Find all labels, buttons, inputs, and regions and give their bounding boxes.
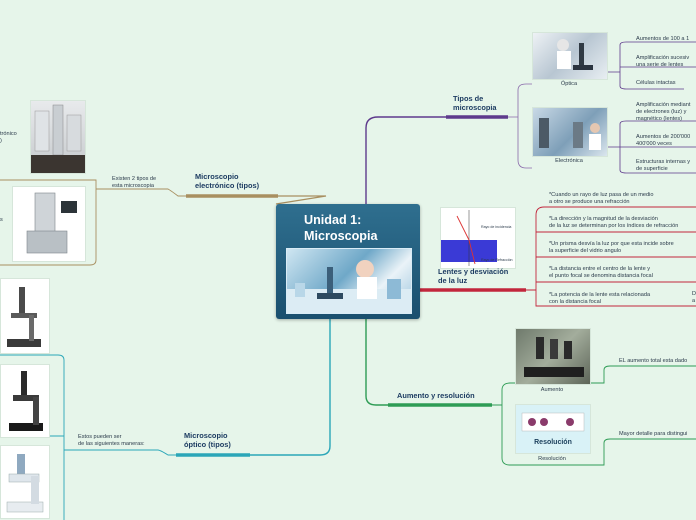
objective-lenses-icon [524,337,584,377]
link-electronico-imgs [0,179,108,266]
link-aumento-sub [492,382,596,466]
resolucion-image-text: Resolución [534,439,572,446]
optical-microscope-icon-3 [6,454,44,513]
link-lentes-items [526,206,696,307]
refraction-diagram-image: Rayo de incidencia Rayo de Refracción [440,207,516,269]
optical-microscope-photo-icon [557,39,593,70]
link-tipos-sub [508,83,532,169]
optica-item-2[interactable]: Amplificación sucesiv una serie de lente… [636,55,690,68]
link-electronico [186,195,327,205]
optical-microscope-icon-1 [7,287,41,347]
tem-microscope-icon [31,104,85,173]
optica-caption: Óptica [560,81,578,87]
electronica-image [532,107,608,157]
branch-optico-label[interactable]: Microscopio óptico (tipos) [184,431,231,450]
lentes-item-1[interactable]: *Cuando un rayo de luz pasa de un medio … [549,192,654,205]
link-electronico-note [108,188,186,197]
link-optico [176,319,331,456]
central-lab-image [286,248,412,314]
refraction-diagram-icon [441,210,497,266]
resolucion-item[interactable]: Mayor detalle para distingui [619,431,688,437]
resolucion-caption: Resolución [538,456,566,462]
optical-microscope-image-3 [0,445,50,519]
optica-image [532,32,608,80]
lentes-item-3[interactable]: *Un prisma desvía la luz por que esta in… [549,241,674,254]
branch-aumento-label[interactable]: Aumento y resolución [397,391,475,400]
central-title: Unidad 1: Microscopia [304,213,378,244]
link-tipos [365,116,508,204]
electronica-caption: Electrónica [555,158,583,164]
electronica-item-3[interactable]: Estructuras internas y de superficie [636,159,691,172]
branch-tipos-label[interactable]: Tipos de microscopia [453,94,497,113]
optica-item-1[interactable]: Aumentos de 100 a 1 [636,36,690,42]
link-optico-note [74,449,176,456]
electronico-left-label-2: s [0,217,3,223]
optical-microscope-icon-2 [9,371,43,431]
electronico-note[interactable]: Existen 2 tipos de esta microscopia [112,176,157,189]
lab-photo-icon [287,260,411,313]
branch-electronico-label[interactable]: Microscopio electrónico (tipos) [195,172,260,191]
lentes-cut-label: D a [692,291,696,304]
optico-note[interactable]: Estos pueden ser de las siguientes maner… [78,434,145,447]
lentes-item-2[interactable]: *La dirección y la magnitud de la desvia… [549,216,679,229]
aumento-caption: Aumento [540,387,564,393]
electronico-left-label-1: trónico ) [0,131,17,144]
refraction-label-bottom: Rayo de Refracción [481,258,513,262]
optical-microscope-image-1 [0,278,50,354]
sem-microscope-icon [26,192,77,254]
electronica-item-1[interactable]: Amplificación mediant de electrones (luz… [636,102,691,122]
electronica-item-2[interactable]: Aumentos de 200'000 400'000 veces [636,134,691,147]
aumento-image [515,328,591,385]
optica-item-3[interactable]: Células intactas [636,80,676,86]
electron-microscope-image-1 [30,100,86,174]
link-aumento [365,319,492,406]
aumento-item[interactable]: EL aumento total esta dado [619,358,688,364]
lentes-item-4[interactable]: *La distancia entre el centro de la lent… [549,266,653,279]
branch-lentes-label[interactable]: Lentes y desviación de la luz [438,267,509,286]
central-topic[interactable]: Unidad 1: Microscopia [276,204,420,319]
resolution-dots-icon [521,412,585,432]
electron-microscope-image-2 [12,186,86,262]
refraction-label-top: Rayo de incidencia [481,225,512,229]
lentes-item-5[interactable]: *La potencia de la lente esta relacionad… [549,292,651,305]
electron-microscope-photo-icon [539,118,601,150]
optical-microscope-image-2 [0,364,50,438]
link-aumento-items [596,365,696,466]
link-electronica-items [607,120,696,174]
link-optica-items [607,41,696,90]
resolucion-image: Resolución [515,404,591,454]
